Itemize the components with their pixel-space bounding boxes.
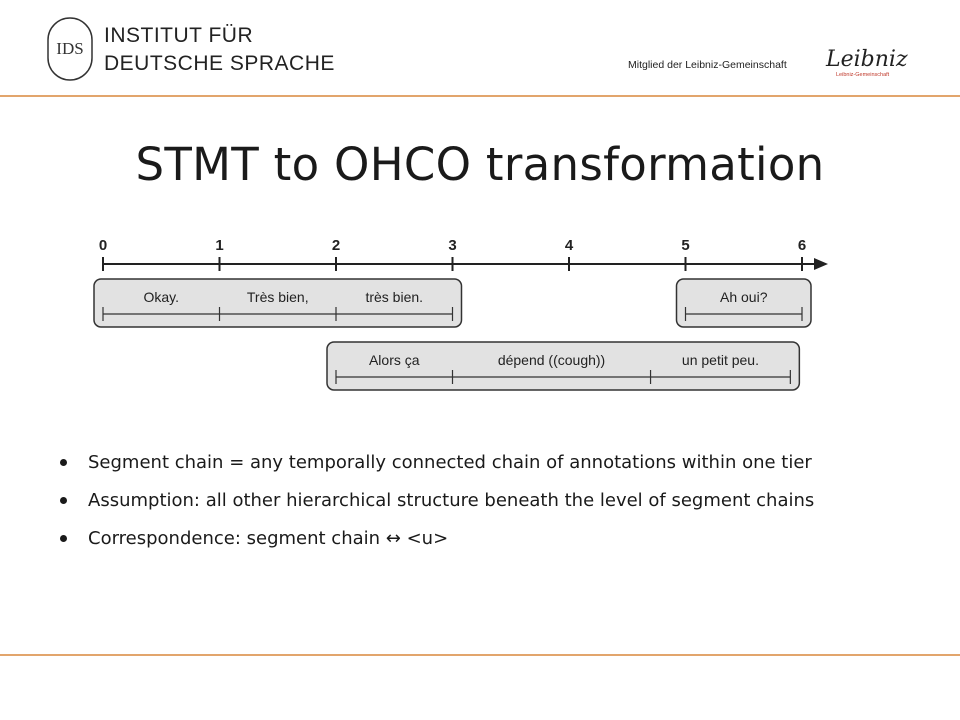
bullet-list: Segment chain = any temporally connected… [60,450,910,564]
timeline-tick-label: 2 [332,237,340,254]
timeline-tick-label: 0 [99,237,107,254]
segment-label: très bien. [365,289,423,305]
segment-chain-box [93,278,463,328]
segment-label: dépend ((cough)) [498,352,605,368]
segment-chain-box [675,278,812,328]
header-divider [0,95,960,97]
timeline-tick-label: 5 [681,237,689,254]
ids-logo: IDS INSTITUT FÜR DEUTSCHE SPRACHE [46,14,334,86]
segment-label: Très bien, [247,289,309,305]
ids-seal-icon: IDS [47,17,93,81]
bullet-text: Correspondence: segment chain ↔ <u> [88,528,449,549]
bullet-dot-icon [60,497,67,504]
institute-name-line1: INSTITUT FÜR [104,24,254,47]
bullet-dot-icon [60,459,67,466]
bullet-text: Segment chain = any temporally connected… [88,452,812,473]
leibniz-logo-subtext: Leibniz-Gemeinschaft [836,72,890,78]
bullet-item: Correspondence: segment chain ↔ <u> [60,526,910,552]
timeline-tick-label: 4 [565,237,574,254]
leibniz-logo: Leibniz Leibniz-Gemeinschaft [825,47,908,78]
footer-divider [0,654,960,656]
seal-letters: IDS [56,39,83,58]
segment-label: Alors ça [369,352,420,368]
segment-label: Ah oui? [720,289,768,305]
leibniz-logo-script: Leibniz [825,47,908,72]
segment-label: un petit peu. [682,352,759,368]
bullet-text: Assumption: all other hierarchical struc… [88,490,815,511]
bullet-item: Assumption: all other hierarchical struc… [60,488,910,514]
timeline-arrow-icon [814,258,828,270]
segment-chain-box [326,341,801,391]
slide-title: STMT to OHCO transformation [135,138,825,191]
segment-label: Okay. [143,289,179,305]
timeline-tick-label: 3 [448,237,456,254]
institute-name-line2: DEUTSCHE SPRACHE [104,52,335,75]
bullet-item: Segment chain = any temporally connected… [60,450,910,476]
leibniz-membership-text: Mitglied der Leibniz-Gemeinschaft [628,59,787,71]
bullet-dot-icon [60,535,67,542]
timeline-tick-label: 6 [798,237,806,254]
timeline-tick-label: 1 [215,237,223,254]
